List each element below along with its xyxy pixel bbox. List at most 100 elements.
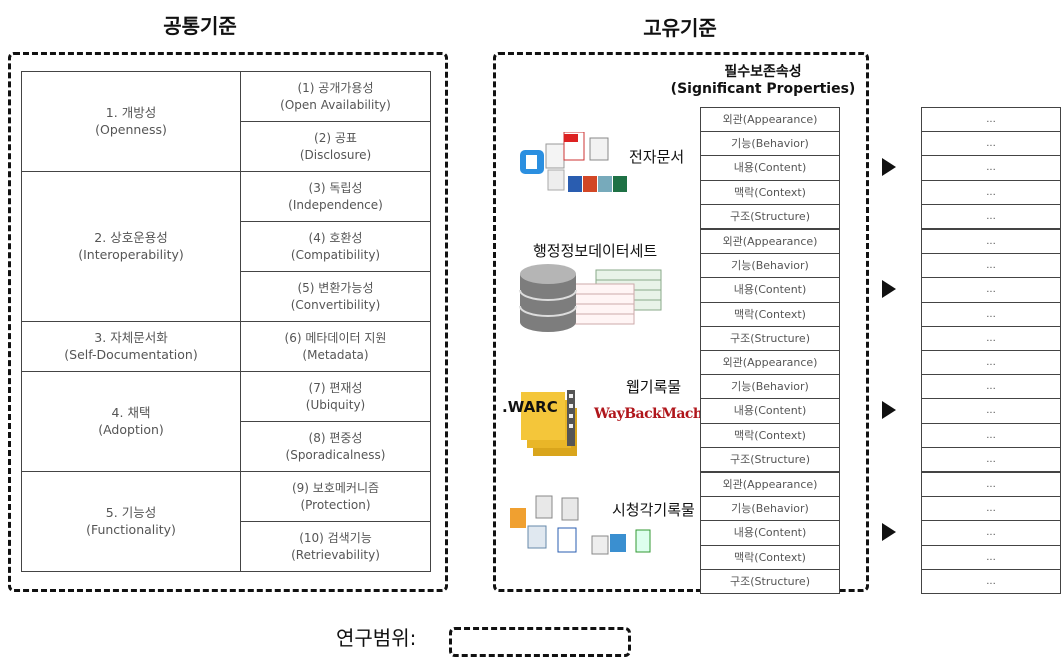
property-cell: 외관(Appearance) (700, 229, 840, 255)
output-cell: ... (921, 253, 1061, 279)
criterion-item-en: (Protection) (300, 497, 371, 512)
criterion-item-cell: (7) 편재성(Ubiquity) (240, 371, 431, 422)
criterion-item-ko: (8) 편중성 (308, 431, 363, 446)
right-arrow-icon (882, 401, 896, 420)
database-icon (516, 262, 666, 342)
output-cell: ... (921, 446, 1061, 472)
output-cell: ... (921, 325, 1061, 351)
criterion-item-cell: (3) 독립성(Independence) (240, 171, 431, 222)
criterion-group-name-ko: 2. 상호운용성 (94, 229, 168, 245)
warc-label: .WARC (502, 398, 558, 416)
criterion-group-name-en: (Adoption) (98, 421, 164, 437)
criterion-group-cell: 1. 개방성(Openness) (21, 71, 241, 172)
criterion-group-cell: 2. 상호운용성(Interoperability) (21, 171, 241, 322)
criterion-group-name-ko: 4. 채택 (111, 404, 151, 420)
table-row: 4. 채택(Adoption)(7) 편재성(Ubiquity) (21, 371, 431, 472)
output-cell: ... (921, 520, 1061, 546)
criterion-item-cell: (9) 보호메커니즘(Protection) (240, 471, 431, 522)
criterion-item-en: (Sporadicalness) (285, 447, 386, 462)
output-cell: ... (921, 398, 1061, 424)
property-cell: 내용(Content) (700, 155, 840, 181)
table-row: 1. 개방성(Openness)(1) 공개가용성(Open Availabil… (21, 71, 431, 172)
web-archive-icon (499, 380, 589, 460)
output-cell: ... (921, 107, 1061, 133)
criterion-item-ko: (6) 메타데이터 지원 (284, 331, 387, 346)
criterion-item-en: (Retrievability) (291, 547, 380, 562)
property-cell: 외관(Appearance) (700, 107, 840, 133)
output-cell: ... (921, 350, 1061, 376)
property-cell: 맥락(Context) (700, 544, 840, 570)
criterion-group-name-en: (Functionality) (86, 521, 176, 537)
criterion-item-en: (Convertibility) (290, 297, 381, 312)
output-cell: ... (921, 203, 1061, 229)
output-cell: ... (921, 155, 1061, 181)
property-cell: 내용(Content) (700, 398, 840, 424)
office-documents-icon (518, 131, 638, 202)
output-cell: ... (921, 568, 1061, 594)
criterion-item-ko: (3) 독립성 (308, 181, 363, 196)
category-label-web-archives: 웹기록물 (626, 378, 682, 396)
criterion-item-cell: (10) 검색기능(Retrievability) (240, 521, 431, 572)
criterion-item-ko: (9) 보호메커니즘 (291, 481, 380, 496)
criterion-item-cell: (2) 공표(Disclosure) (240, 121, 431, 172)
criterion-item-en: (Ubiquity) (305, 397, 366, 412)
category-label-admin-dataset: 행정정보데이터세트 (533, 242, 658, 260)
output-cell: ... (921, 131, 1061, 157)
criterion-item-ko: (4) 호환성 (308, 231, 363, 246)
property-cell: 내용(Content) (700, 277, 840, 303)
output-cell: ... (921, 229, 1061, 255)
criterion-group-name-en: (Self-Documentation) (64, 346, 198, 362)
criterion-item-cell: (4) 호환성(Compatibility) (240, 221, 431, 272)
criterion-item-ko: (5) 변환가능성 (297, 281, 374, 296)
property-cell: 외관(Appearance) (700, 472, 840, 498)
property-cell: 구조(Structure) (700, 203, 840, 229)
table-row: 5. 기능성(Functionality)(9) 보호메커니즘(Protecti… (21, 471, 431, 572)
criterion-item-cell: (8) 편중성(Sporadicalness) (240, 421, 431, 472)
criterion-item-ko: (7) 편재성 (308, 381, 363, 396)
output-cell: ... (921, 544, 1061, 570)
criterion-item-en: (Open Availability) (280, 97, 391, 112)
property-cell: 구조(Structure) (700, 568, 840, 594)
output-cell: ... (921, 472, 1061, 498)
specific-criteria-heading: 고유기준 (643, 16, 717, 40)
right-arrow-icon (882, 158, 896, 177)
output-cell: ... (921, 496, 1061, 522)
property-cell: 구조(Structure) (700, 325, 840, 351)
criterion-group-name-ko: 3. 자체문서화 (94, 329, 168, 345)
criterion-item-cell: (6) 메타데이터 지원(Metadata) (240, 321, 431, 372)
property-cell: 기능(Behavior) (700, 253, 840, 279)
common-criteria-heading: 공통기준 (163, 14, 237, 38)
property-cell: 구조(Structure) (700, 446, 840, 472)
property-cell: 내용(Content) (700, 520, 840, 546)
output-cell: ... (921, 277, 1061, 303)
output-cell: ... (921, 374, 1061, 400)
criterion-group-name-en: (Openness) (95, 121, 167, 137)
property-cell: 기능(Behavior) (700, 374, 840, 400)
criterion-item-en: (Compatibility) (290, 247, 381, 262)
criterion-item-ko: (10) 검색기능 (299, 531, 372, 546)
common-research-scope-box (8, 52, 448, 592)
criterion-group-cell: 4. 채택(Adoption) (21, 371, 241, 472)
criterion-item-ko: (1) 공개가용성 (297, 81, 374, 96)
output-cell: ... (921, 422, 1061, 448)
right-arrow-icon (882, 280, 896, 299)
media-files-icon (508, 494, 668, 564)
property-cell: 외관(Appearance) (700, 350, 840, 376)
specific-research-scope-box (493, 52, 869, 592)
common-criteria-table: 1. 개방성(Openness)(1) 공개가용성(Open Availabil… (21, 71, 431, 572)
property-cell: 맥락(Context) (700, 422, 840, 448)
significant-properties-title-en: (Significant Properties) (670, 80, 856, 97)
criterion-item-cell: (1) 공개가용성(Open Availability) (240, 71, 431, 122)
criterion-group-cell: 5. 기능성(Functionality) (21, 471, 241, 572)
criterion-item-ko: (2) 공표 (314, 131, 357, 146)
criterion-item-en: (Disclosure) (299, 147, 372, 162)
criterion-group-name-ko: 1. 개방성 (105, 104, 157, 120)
right-arrow-icon (882, 523, 896, 542)
criterion-group-name-ko: 5. 기능성 (105, 504, 157, 520)
table-row: (10) 검색기능(Retrievability) (22, 521, 431, 572)
table-row: 2. 상호운용성(Interoperability)(3) 독립성(Indepe… (21, 171, 431, 322)
property-cell: 기능(Behavior) (700, 131, 840, 157)
property-cell: 맥락(Context) (700, 179, 840, 205)
table-row: (8) 편중성(Sporadicalness) (22, 421, 431, 472)
significant-properties-title: 필수보존속성 (Significant Properties) (668, 64, 858, 98)
